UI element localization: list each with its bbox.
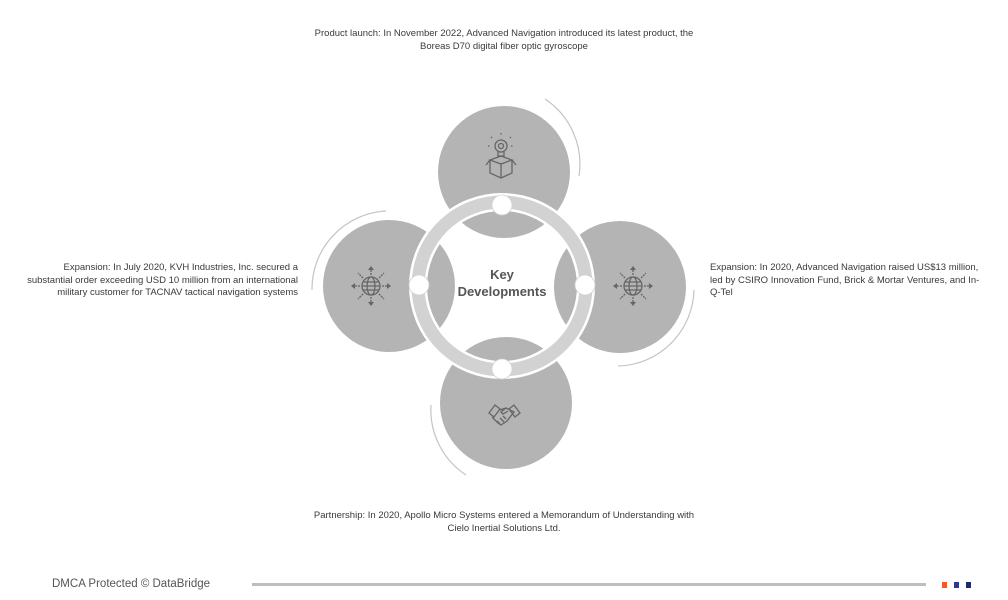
arc-bottom	[430, 404, 467, 476]
product-launch-icon	[485, 133, 517, 179]
center-title-line2: Developments	[458, 284, 547, 299]
development-text-right: Expansion: In 2020, Advanced Navigation …	[710, 262, 980, 298]
footer-square-blue	[954, 582, 959, 588]
arc-top	[544, 98, 581, 177]
connector-dot-bottom	[491, 358, 513, 380]
connector-dot-top	[491, 194, 513, 216]
globe-expansion-icon	[351, 266, 391, 306]
handshake-icon	[488, 404, 521, 426]
connector-dot-left	[408, 274, 430, 296]
footer-copyright: DMCA Protected © DataBridge	[52, 578, 211, 590]
footer-divider	[252, 583, 926, 586]
arc-right	[617, 289, 695, 367]
development-text-top: Product launch: In November 2022, Advanc…	[314, 28, 694, 52]
footer-square-navy	[966, 582, 971, 588]
center-title-line1: Key	[490, 267, 515, 282]
development-text-left: Expansion: In July 2020, KVH Industries,…	[27, 262, 298, 298]
footer-square-orange	[942, 582, 947, 588]
arc-left	[311, 210, 387, 291]
development-text-bottom: Partnership: In 2020, Apollo Micro Syste…	[313, 510, 695, 534]
connector-dot-right	[574, 274, 596, 296]
globe-expansion-icon	[613, 266, 653, 306]
